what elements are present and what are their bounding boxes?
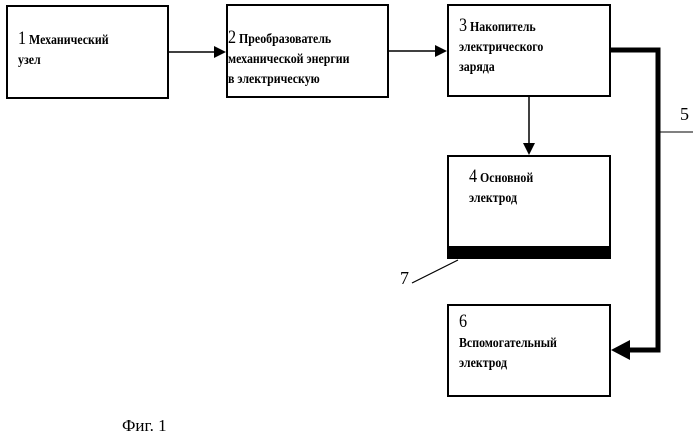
block-number: 3 (459, 15, 467, 36)
label-7: 7 (400, 268, 409, 289)
block-text: электрод (459, 356, 507, 371)
arrowhead-to-6 (611, 340, 630, 360)
block-4-main-electrode: 4 Основной электрод (447, 155, 611, 259)
block-text: Преобразователь (239, 32, 331, 47)
arrowhead-1-to-2 (214, 46, 226, 58)
block-text: заряда (459, 60, 495, 75)
block-text: Механический (29, 33, 109, 48)
block-6-auxiliary-electrode: 6Вспомогательный электрод (447, 304, 611, 397)
block-number: 1 (18, 28, 26, 49)
block-text: Основной (480, 171, 533, 186)
block-number: 6 (459, 311, 467, 332)
block-1-mechanical-unit: 1 Механический узел (6, 5, 169, 99)
block-text: электрод (469, 191, 517, 206)
block-text: Накопитель (470, 20, 536, 35)
arrowhead-2-to-3 (435, 45, 447, 57)
block-number: 4 (469, 166, 477, 187)
block-number: 2 (228, 27, 236, 48)
block-text: в электрическую (228, 72, 320, 87)
thick-line-5 (611, 50, 658, 350)
block-text: механической энергии (228, 52, 350, 67)
arrowhead-3-to-4 (523, 143, 535, 155)
coating-layer-7 (447, 246, 611, 259)
leader-7 (412, 260, 458, 283)
block-text: узел (18, 53, 41, 68)
block-text: Вспомогательный (459, 336, 557, 351)
label-5: 5 (680, 104, 689, 125)
block-3-charge-storage: 3 Накопитель электрического заряда (447, 4, 611, 97)
block-2-converter: 2 Преобразователь механической энергии в э… (226, 4, 389, 98)
block-text: электрического (459, 40, 543, 55)
figure-caption: Фиг. 1 (122, 416, 167, 436)
